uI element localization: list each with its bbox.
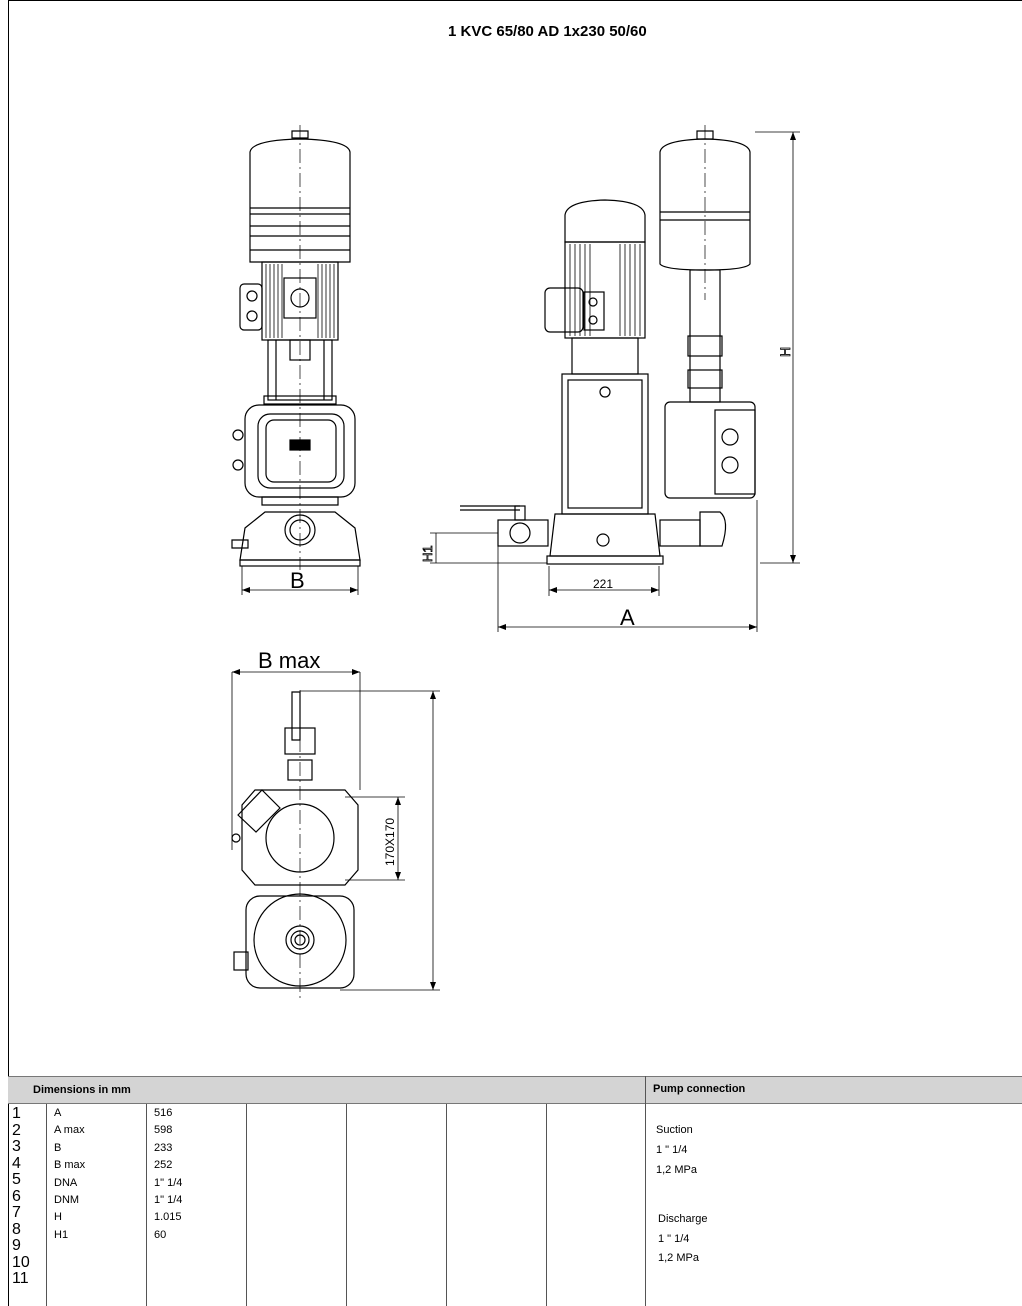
row-number: 11 <box>12 1270 29 1287</box>
dim-label-h1: H1 <box>420 545 435 562</box>
row-number: 7 <box>12 1204 21 1221</box>
dimension-label: B <box>54 1141 62 1154</box>
dim-label-221: 221 <box>593 577 613 591</box>
dimension-value: 233 <box>154 1141 173 1154</box>
row-number: 8 <box>12 1220 21 1238</box>
side-view <box>430 125 800 632</box>
column-divider <box>645 1104 646 1306</box>
dimension-value: 1" 1/4 <box>154 1193 183 1206</box>
suction-pressure: 1,2 MPa <box>656 1164 697 1176</box>
side-controller <box>664 401 756 499</box>
front-view <box>231 125 361 595</box>
discharge-label: Discharge <box>658 1213 708 1225</box>
side-motor <box>564 241 646 339</box>
dimension-value: 516 <box>154 1107 173 1119</box>
dim-label-b: B <box>290 568 305 593</box>
discharge-size: 1 " 1/4 <box>658 1233 690 1245</box>
row-number: 4 <box>12 1154 21 1172</box>
row-number: 5 <box>12 1171 21 1188</box>
suction-size: 1 " 1/4 <box>656 1144 688 1156</box>
pump-connection-header: Pump connection <box>653 1083 746 1095</box>
discharge-pressure: 1,2 MPa <box>658 1252 699 1264</box>
technical-drawing: B A 221 B max H H1 170X170 <box>231 125 800 1000</box>
row-number: 2 <box>12 1121 21 1139</box>
drawing-frame <box>8 0 1022 1306</box>
column-divider <box>346 1104 347 1306</box>
dimension-value: 598 <box>154 1124 173 1137</box>
side-tank <box>659 138 751 271</box>
row-number: 9 <box>12 1237 21 1254</box>
dimension-value: 252 <box>154 1159 173 1172</box>
suction-label: Suction <box>656 1124 693 1136</box>
dimension-label: H <box>54 1211 62 1224</box>
column-divider <box>546 1104 547 1306</box>
row-number: 1 <box>12 1105 21 1122</box>
dimension-label: H1 <box>54 1228 69 1241</box>
dim-label-a: A <box>620 605 635 630</box>
dimension-label: A max <box>54 1124 85 1137</box>
side-pump-column <box>561 373 649 515</box>
dim-label-170x170: 170X170 <box>383 818 397 866</box>
row-number: 3 <box>12 1138 21 1155</box>
dimension-value: 60 <box>154 1228 167 1241</box>
dimension-label: DNA <box>54 1176 78 1189</box>
column-divider <box>246 1104 247 1306</box>
dim-label-b-max: B max <box>258 648 320 673</box>
dimension-label: DNM <box>54 1193 80 1206</box>
dimension-label: A <box>54 1107 62 1119</box>
row-numbers: 1 2 3 4 5 6 7 8 9 10 11 <box>12 1105 30 1288</box>
dimension-values: 516 598 233 252 1" 1/4 1" 1/4 1.015 60 <box>154 1106 182 1245</box>
top-pump-head <box>241 789 359 886</box>
table-header: Dimensions in mm Pump connection <box>8 1076 1022 1104</box>
header-divider <box>645 1076 646 1104</box>
dim-label-h: H <box>777 347 793 357</box>
dimension-value: 1.015 <box>154 1211 182 1224</box>
row-number: 10 <box>12 1253 30 1271</box>
column-divider <box>46 1104 47 1306</box>
dimension-value: 1" 1/4 <box>154 1176 183 1189</box>
column-divider <box>146 1104 147 1306</box>
drawing-title: 1 KVC 65/80 AD 1x230 50/60 <box>448 23 647 40</box>
row-number: 6 <box>12 1187 21 1205</box>
dimensions-header: Dimensions in mm <box>33 1084 131 1096</box>
dimension-label: B max <box>54 1159 86 1172</box>
top-view <box>231 669 440 1000</box>
front-tank <box>249 138 351 263</box>
column-divider <box>446 1104 447 1306</box>
dimension-labels: A A max B B max DNA DNM H H1 <box>54 1106 85 1245</box>
